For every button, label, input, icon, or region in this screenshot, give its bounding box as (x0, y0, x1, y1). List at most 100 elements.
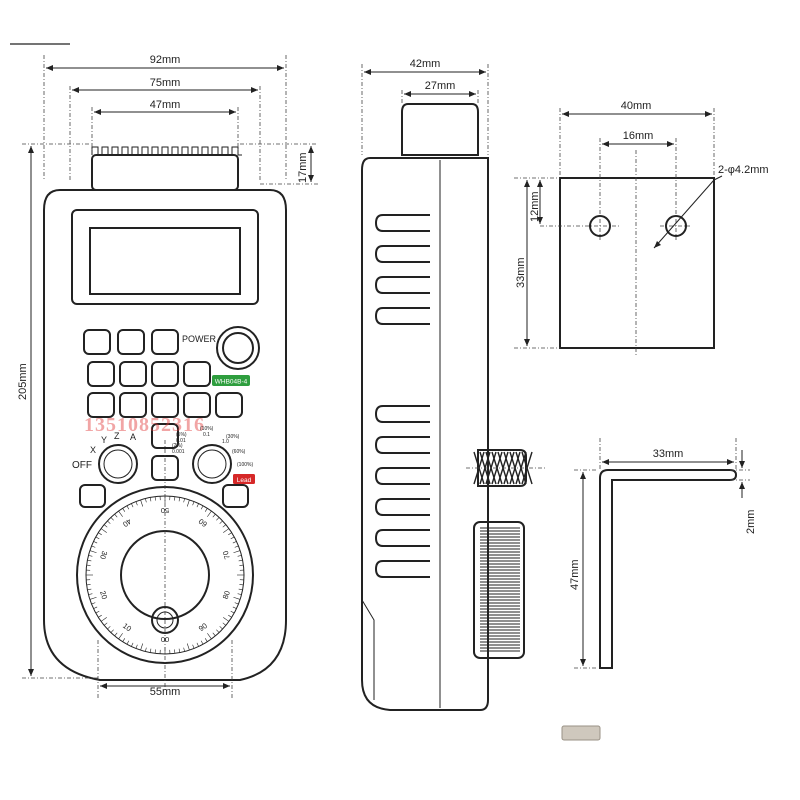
step-value-01: 0.1 (203, 432, 210, 438)
power-button[interactable] (222, 332, 254, 364)
dial-tick (223, 617, 230, 622)
axis-selector-knob-ring[interactable] (98, 444, 138, 484)
angle-bracket-outline (599, 469, 738, 669)
dial-tick (118, 510, 123, 517)
lead-label: Lead (237, 477, 252, 484)
dial-tick (140, 499, 144, 507)
keypad-button-4[interactable] (87, 361, 115, 387)
dial-tick (178, 648, 181, 653)
phone-watermark: 13510852316 (84, 414, 205, 436)
dial-tick (145, 647, 147, 652)
keypad-button-2[interactable] (117, 329, 145, 355)
step-label-60: (60%) (232, 449, 246, 455)
dial-tick (95, 536, 100, 540)
dial-tick (239, 584, 244, 586)
right-function-button[interactable] (222, 484, 249, 508)
dial-tick (100, 528, 107, 533)
side-grip-slots (374, 214, 430, 578)
dial-tick (207, 633, 212, 640)
keypad-button-6[interactable] (151, 361, 179, 387)
dial-tick (145, 498, 147, 503)
keypad-button-7[interactable] (183, 361, 211, 387)
bracket-plate: 40mm 16mm 2-φ4.2mm 12mm 33mm (514, 100, 769, 356)
dial-tick (212, 632, 216, 637)
dial-tick (238, 559, 243, 562)
dial-tick (234, 602, 239, 605)
dial-tick (200, 505, 204, 510)
step-selector-knob-ring[interactable] (192, 444, 232, 484)
dial-tick (100, 617, 107, 622)
keypad-button-12[interactable] (215, 392, 243, 418)
axis-selector-knob[interactable] (103, 449, 133, 479)
material-swatch (561, 725, 601, 741)
front-body-outline (43, 189, 287, 681)
dial-tick (223, 528, 230, 533)
axis-y-label: Y (101, 435, 107, 445)
dial-tick (238, 588, 243, 591)
dial-number: 90 (197, 621, 209, 633)
dial-tick (234, 545, 239, 548)
keypad-button-13[interactable] (151, 423, 179, 449)
dial-tick (186, 643, 190, 651)
dial-tick (149, 648, 152, 653)
dial-tick (126, 640, 130, 645)
teeth-profile (91, 146, 242, 156)
power-button-ring[interactable] (216, 326, 260, 370)
angle-bracket: 33mm 2mm 47mm (569, 438, 757, 669)
dial-tick (233, 550, 241, 554)
dial-tick (135, 501, 138, 506)
dial-tick (183, 498, 185, 503)
dial-tick (204, 638, 208, 642)
off-label: OFF (72, 460, 92, 471)
dial-tick (174, 649, 176, 654)
keypad-button-9[interactable] (119, 392, 147, 418)
dial-tick (207, 510, 212, 517)
dial-tick (154, 496, 156, 501)
hole-callout: 2-φ4.2mm (718, 164, 769, 176)
dial-number: 50 (161, 506, 169, 515)
dial-tick (219, 626, 223, 630)
grip-slot (374, 214, 430, 232)
keypad-button-1[interactable] (83, 329, 111, 355)
keypad-button-5[interactable] (119, 361, 147, 387)
side-view (361, 103, 546, 711)
dial-number: 20 (98, 590, 109, 601)
dial-tick (228, 614, 232, 618)
keypad-button-10[interactable] (151, 392, 179, 418)
keypad-button-3[interactable] (151, 329, 179, 355)
keypad-button-11[interactable] (183, 392, 211, 418)
dial-tick (131, 503, 134, 508)
dial-tick (196, 642, 199, 647)
front-top-teeth (91, 146, 242, 156)
dial-tick (91, 545, 96, 548)
dial-tick (183, 647, 185, 652)
dial-tick (122, 638, 126, 642)
grip-slot (374, 436, 430, 454)
axis-z-label: Z (114, 431, 120, 441)
keypad-button-8[interactable] (87, 392, 115, 418)
dial-tick (86, 564, 91, 566)
dim-front-55: 55mm (150, 686, 181, 698)
dial-tick (232, 606, 237, 609)
dim-plate-40: 40mm (621, 100, 652, 112)
front-dimensions: 92mm 75mm 47mm 17mm 205mm 55mm (17, 54, 318, 700)
dial-tick (192, 644, 195, 649)
dial-number: 70 (221, 550, 232, 561)
step-selector-knob[interactable] (197, 449, 227, 479)
side-dimensions: 42mm 27mm (361, 58, 489, 155)
dim-plate-16: 16mm (623, 130, 654, 142)
side-top-cap (401, 103, 479, 156)
grip-slot (374, 307, 430, 325)
left-function-button[interactable] (79, 484, 106, 508)
dial-tick (110, 629, 114, 633)
dial-tick (107, 520, 111, 524)
grip-slot (374, 498, 430, 516)
dial-tick (232, 541, 237, 544)
dial-tick (140, 643, 144, 651)
dial-tick (107, 626, 111, 630)
dim-plate-33: 33mm (515, 257, 527, 288)
side-knob[interactable] (477, 449, 527, 487)
side-wheel-edge[interactable] (473, 521, 525, 659)
step-label-5: (5%) (176, 432, 187, 438)
